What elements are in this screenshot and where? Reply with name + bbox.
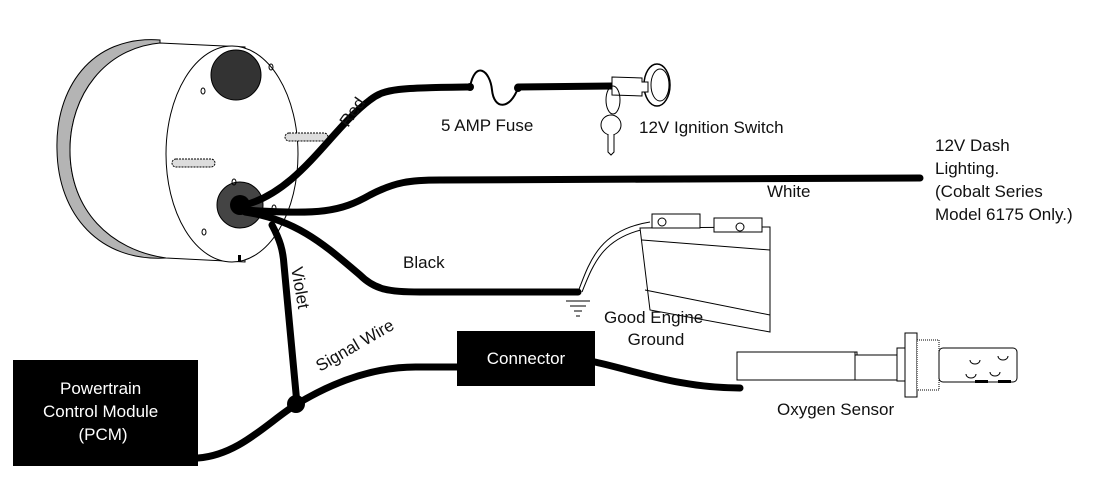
ignition-label: 12V Ignition Switch bbox=[639, 118, 784, 137]
gauge-tab bbox=[238, 255, 241, 261]
battery-icon bbox=[577, 213, 771, 333]
fuse-label: 5 AMP Fuse bbox=[441, 116, 533, 135]
connector-box bbox=[457, 331, 595, 386]
oxygen-sensor-icon bbox=[736, 332, 1018, 398]
ground-icon bbox=[566, 300, 590, 317]
pcm-label: Powertrain Control Module (PCM) bbox=[43, 379, 163, 444]
mounting-stud bbox=[284, 132, 329, 142]
oxygen-sensor-label: Oxygen Sensor bbox=[777, 400, 895, 419]
wire-junction bbox=[287, 395, 305, 413]
dash-lighting-label: 12V Dash Lighting. (Cobalt Series Model … bbox=[935, 136, 1073, 224]
mounting-stud bbox=[171, 158, 216, 168]
ground-label: Good Engine Ground bbox=[604, 308, 708, 349]
red-wire bbox=[241, 83, 474, 209]
gauge-screw-hole bbox=[268, 63, 274, 71]
black-label: Black bbox=[403, 253, 445, 272]
connector-label: Connector bbox=[487, 349, 566, 368]
violet-wire bbox=[268, 221, 301, 408]
fuse-terminal bbox=[466, 83, 474, 91]
ignition-wire bbox=[514, 82, 616, 91]
gauge-top-port bbox=[210, 49, 262, 101]
white-label: White bbox=[767, 182, 810, 201]
signal-wire bbox=[194, 363, 462, 462]
sensor-wire bbox=[591, 358, 744, 392]
white-wire bbox=[241, 174, 924, 216]
fuse bbox=[469, 69, 519, 106]
gauge-screw-hole bbox=[200, 87, 206, 95]
black-wire bbox=[241, 208, 582, 296]
ignition-switch-icon bbox=[600, 63, 671, 156]
gauge-screw-hole bbox=[231, 178, 237, 186]
pcm-box bbox=[13, 360, 198, 466]
gauge-screw-hole bbox=[201, 228, 207, 236]
gauge bbox=[56, 39, 329, 263]
